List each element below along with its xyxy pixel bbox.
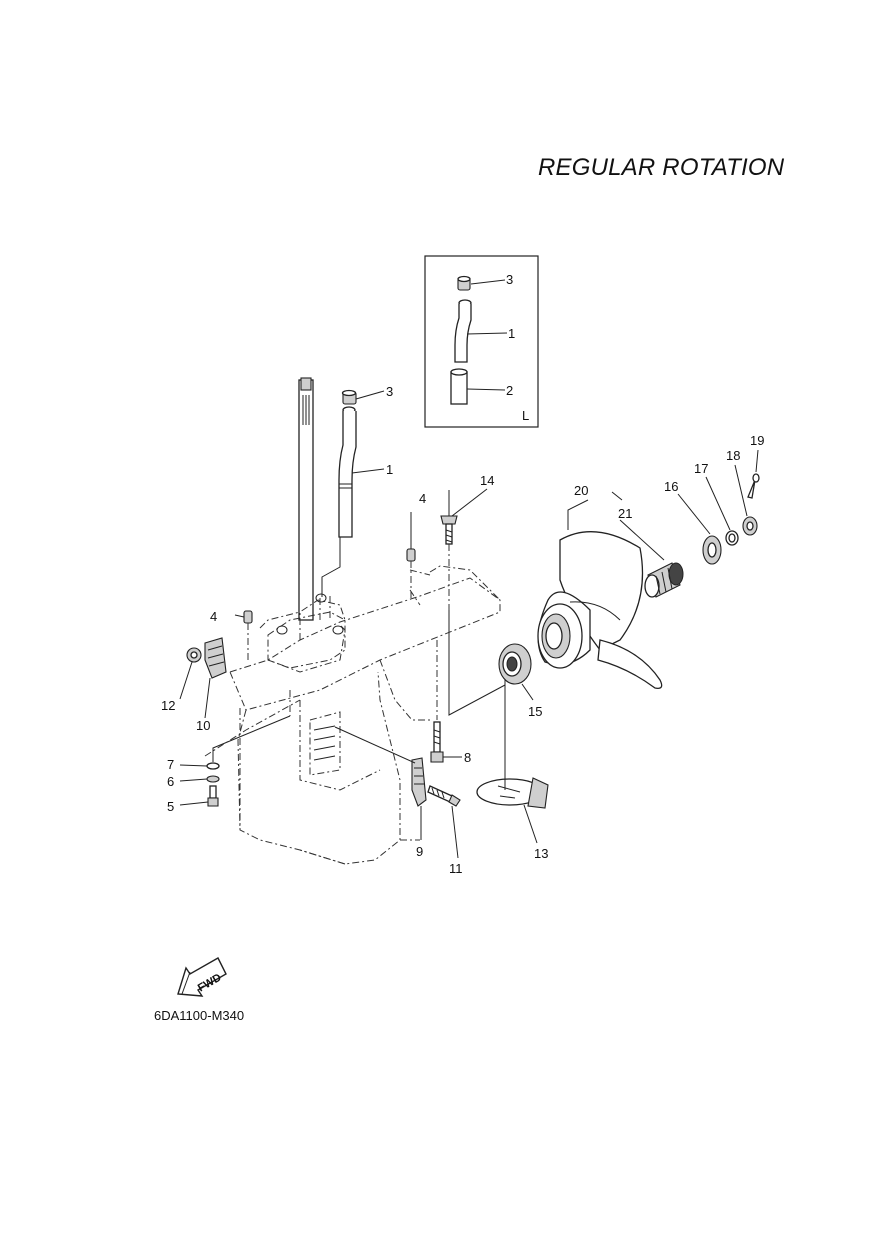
callout-numbers: 3 1 2 L 3 1 4 14 4 8 7 6 5 12 10 9 11 13… xyxy=(161,272,764,876)
callout-leaders xyxy=(179,390,759,859)
inset-water-tube-part xyxy=(454,299,472,363)
lower-casing-outline xyxy=(229,565,501,865)
dowel-pin-upper-part xyxy=(406,548,416,600)
callout-5: 5 xyxy=(167,799,174,814)
callout-inset-3: 3 xyxy=(506,272,513,287)
trim-tab-anode-part xyxy=(476,676,549,809)
callout-18: 18 xyxy=(726,448,740,463)
cotter-pin-part xyxy=(747,473,760,499)
callout-16: 16 xyxy=(664,479,678,494)
callout-11: 11 xyxy=(449,861,463,876)
callout-10: 10 xyxy=(196,718,210,733)
inset-box xyxy=(424,255,539,428)
callout-8: 8 xyxy=(464,750,471,765)
inset-grommet-part xyxy=(450,368,468,405)
nut-18-part xyxy=(742,516,758,536)
washer-16-part xyxy=(702,535,722,565)
callout-3: 3 xyxy=(386,384,393,399)
propeller-part xyxy=(537,531,663,689)
diagram-title: REGULAR ROTATION xyxy=(538,154,785,181)
washer-17-part xyxy=(725,530,739,546)
inset-label: L xyxy=(522,408,529,423)
anode-9-part xyxy=(411,757,427,807)
washer-6-part xyxy=(206,775,220,783)
thrust-washer-part xyxy=(498,643,532,685)
anode-10-part xyxy=(204,637,227,679)
callout-inset-2: 2 xyxy=(506,383,513,398)
callout-20: 20 xyxy=(574,483,588,498)
callout-15: 15 xyxy=(528,704,542,719)
bolt-11-part xyxy=(427,785,461,807)
spacer-part xyxy=(644,562,684,598)
callout-4-lower: 4 xyxy=(210,609,217,624)
washer-7-part xyxy=(206,762,220,770)
callout-21: 21 xyxy=(618,506,632,521)
callout-13: 13 xyxy=(534,846,548,861)
callout-7: 7 xyxy=(167,757,174,772)
inset-cap-part xyxy=(457,275,471,291)
callout-19: 19 xyxy=(750,433,764,448)
callout-12: 12 xyxy=(161,698,175,713)
callout-4-upper: 4 xyxy=(419,491,426,506)
callout-6: 6 xyxy=(167,774,174,789)
callout-inset-1: 1 xyxy=(508,326,515,341)
callout-1: 1 xyxy=(386,462,393,477)
nut-12-part xyxy=(186,647,202,663)
drive-shaft-part xyxy=(298,377,314,621)
fwd-arrow-icon: FWD xyxy=(177,957,227,997)
bolt-8-part xyxy=(430,640,444,763)
water-tube-part xyxy=(338,389,357,538)
bolt-5-part xyxy=(207,785,219,807)
bolt-14-part xyxy=(440,515,506,716)
callout-9: 9 xyxy=(416,844,423,859)
dowel-pin-lower-part xyxy=(243,610,253,662)
callout-17: 17 xyxy=(694,461,708,476)
callout-14: 14 xyxy=(480,473,494,488)
diagram-code: 6DA1100-M340 xyxy=(154,1008,245,1023)
